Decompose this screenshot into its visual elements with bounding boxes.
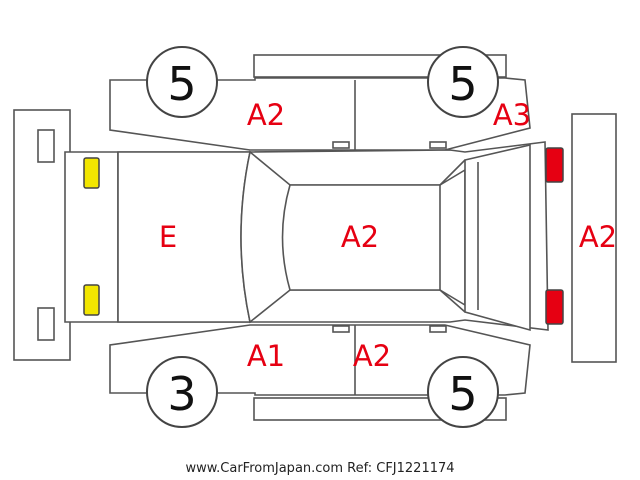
tire-rear-right: 5 [427, 356, 499, 428]
front-right-lamp [83, 284, 100, 316]
tire-front-right: 3 [146, 356, 218, 428]
front-bumper [13, 109, 71, 361]
tire-rear-right-number: 5 [448, 367, 477, 421]
cabin [240, 150, 466, 324]
code-rear-bumper: A2 [579, 220, 617, 254]
rear-bumper [571, 113, 617, 363]
code-roof: A2 [341, 220, 379, 254]
tire-front-left: 5 [146, 46, 218, 118]
front-left-lamp [83, 157, 100, 189]
footer-source-ref: www.CarFromJapan.com Ref: CFJ1221174 [185, 461, 454, 476]
tire-rear-left: 5 [427, 46, 499, 118]
tire-front-right-number: 3 [167, 367, 196, 421]
tire-front-left-number: 5 [167, 57, 196, 111]
code-hood: E [159, 220, 177, 254]
rear-right-lamp [545, 289, 564, 325]
hood-panel [117, 151, 251, 323]
code-front-right-door: A1 [247, 339, 285, 373]
tire-rear-left-number: 5 [448, 57, 477, 111]
rear-hatch [464, 143, 531, 332]
code-rear-left-quarter: A3 [493, 98, 531, 132]
code-rear-right-door: A2 [353, 339, 391, 373]
code-front-left-door: A2 [247, 98, 285, 132]
rear-left-lamp [545, 147, 564, 183]
